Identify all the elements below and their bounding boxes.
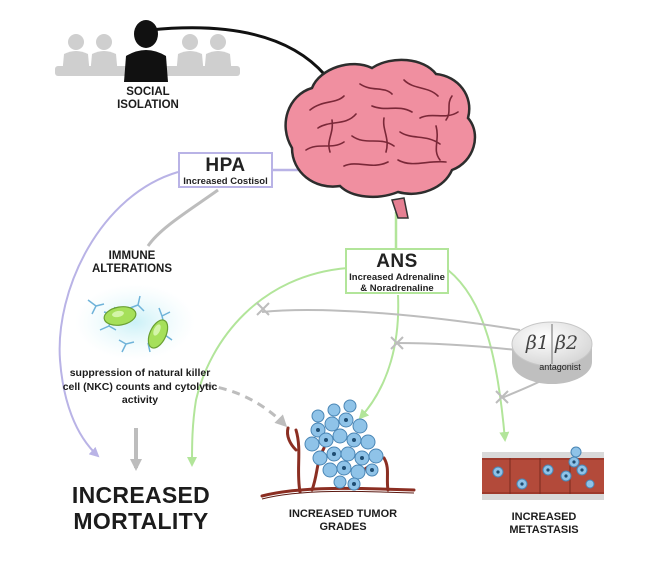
increased-tumor-grades-label: INCREASED TUMOR GRADES bbox=[288, 508, 398, 533]
ans-to-metastasis-arrow bbox=[447, 269, 510, 442]
nk-suppression-label: suppression of natural killer cell (NKC)… bbox=[62, 367, 218, 407]
ans-title: ANS bbox=[376, 251, 418, 272]
ans-box: ANS Increased Adrenaline & Noradrenaline bbox=[345, 248, 449, 294]
nk-cell-icon bbox=[75, 284, 195, 360]
antagonist-label: antagonist bbox=[539, 362, 581, 372]
hpa-to-immune-line bbox=[146, 188, 219, 247]
crowd-people-silhouette-icon bbox=[55, 34, 240, 76]
hpa-to-mortality-arrow bbox=[58, 171, 179, 458]
ans-to-tumor-arrow bbox=[358, 294, 400, 420]
ans-to-mortality-arrow bbox=[187, 267, 349, 467]
antagonist-block-line-middle bbox=[395, 342, 517, 351]
social-isolation-label: SOCIAL ISOLATION bbox=[117, 86, 179, 112]
beta-receptors-label: β1 β2 bbox=[525, 332, 579, 354]
pill-icon bbox=[511, 321, 593, 384]
hpa-box: HPA Increased Costisol bbox=[178, 152, 273, 188]
hpa-subtitle: Increased Costisol bbox=[183, 176, 268, 187]
isolated-person-silhouette-icon bbox=[124, 20, 168, 82]
isolation-to-brain-line bbox=[149, 26, 327, 76]
immune-alterations-label: IMMUNE ALTERATIONS bbox=[91, 250, 173, 276]
increased-metastasis-label: INCREASED METASTASIS bbox=[509, 511, 579, 536]
brain-icon bbox=[284, 58, 477, 219]
antagonist-block-line-top bbox=[261, 309, 521, 331]
block-marks bbox=[256, 302, 509, 404]
blood-vessel-icon bbox=[482, 446, 604, 500]
hpa-title: HPA bbox=[205, 155, 246, 176]
nk-to-tumor-dashed-arrow bbox=[204, 383, 288, 428]
tumor-vessel-icon bbox=[260, 399, 416, 500]
ans-subtitle: Increased Adrenaline & Noradrenaline bbox=[349, 272, 445, 294]
increased-mortality-label: INCREASED MORTALITY bbox=[71, 482, 211, 535]
